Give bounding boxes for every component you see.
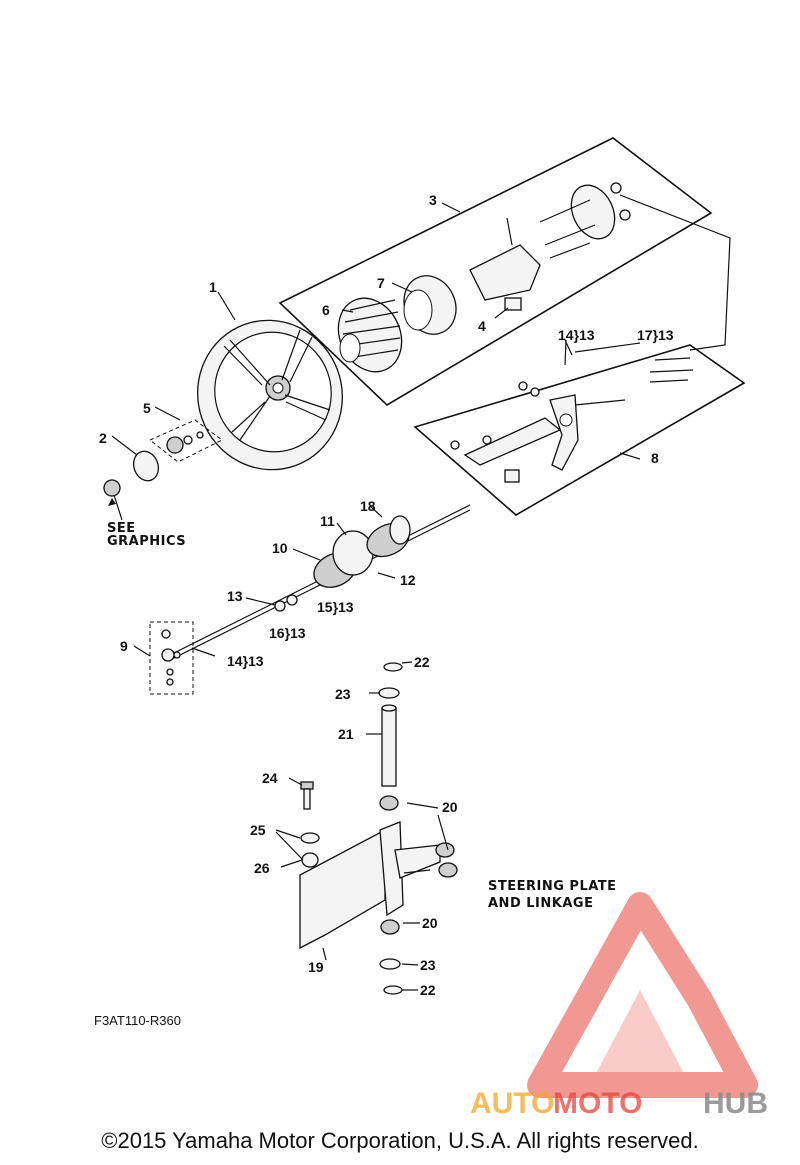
drawing-code: F3AT110-R360: [94, 1013, 181, 1028]
callout-1: 1: [209, 279, 217, 295]
callout-11: 11: [320, 513, 335, 529]
callout-14-13-upper: 14}13: [558, 327, 595, 343]
assembly-box-3: [278, 137, 713, 406]
clip-22-upper: [383, 662, 403, 672]
callout-18: 18: [360, 498, 376, 514]
leader-lines: [111, 202, 641, 991]
callout-5: 5: [143, 400, 151, 416]
clip-22-lower: [383, 985, 403, 995]
bushing-20-upper: [379, 795, 399, 811]
callout-16-13: 16}13: [269, 625, 306, 641]
steering-plate-19: [299, 821, 441, 950]
bolt-24: [300, 781, 314, 790]
joint-kit-9: [149, 621, 194, 695]
callout-23-lower: 23: [420, 957, 436, 973]
hub-6: [337, 297, 403, 373]
graphic-disc: [103, 479, 121, 497]
callout-20-lower: 20: [422, 915, 438, 931]
cap-2: [132, 450, 160, 482]
callout-3: 3: [429, 192, 437, 208]
tilt-mechanism-3: [469, 182, 631, 311]
watermark-text: AUTO MOTO HUB: [470, 1087, 768, 1120]
callout-21: 21: [338, 726, 354, 742]
callout-25: 25: [250, 822, 266, 838]
callout-22-lower: 22: [420, 982, 436, 998]
callout-8: 8: [651, 450, 659, 466]
callout-9: 9: [120, 638, 128, 654]
bushing-20-lower: [380, 919, 400, 935]
see-graphics-line2: GRAPHICS: [107, 534, 186, 549]
cover-7: [403, 275, 457, 335]
collar-26: [301, 852, 319, 868]
callout-2: 2: [99, 430, 107, 446]
callout-15-13: 15}13: [317, 599, 354, 615]
callout-4: 4: [478, 318, 486, 334]
assembly-box-8: [413, 344, 746, 516]
washer-23-upper: [378, 687, 400, 699]
callout-24: 24: [262, 770, 278, 786]
callout-10: 10: [272, 540, 288, 556]
see-graphics-line1: SEE: [107, 521, 136, 536]
callout-20-upper: 20: [442, 799, 458, 815]
clamp-11: [332, 530, 374, 576]
section-title-line2: AND LINKAGE: [488, 896, 593, 911]
washer-23-lower: [379, 958, 401, 970]
svg-text:HUB: HUB: [703, 1087, 768, 1120]
callout-26: 26: [254, 860, 270, 876]
callout-22-upper: 22: [414, 654, 430, 670]
bushing-20-mid-b: [438, 862, 458, 878]
section-title-line1: STEERING PLATE: [488, 879, 617, 894]
callout-23-upper: 23: [335, 686, 351, 702]
bushing-20-mid-a: [435, 842, 455, 858]
callout-19: 19: [308, 959, 324, 975]
tilt-bracket-8: [450, 357, 694, 483]
watermark-logo: [527, 892, 758, 1098]
nut-5: [166, 436, 184, 454]
washer-25: [300, 832, 320, 844]
callout-12: 12: [400, 572, 416, 588]
svg-text:MOTO: MOTO: [553, 1087, 642, 1120]
svg-text:AUTO: AUTO: [470, 1087, 554, 1120]
shaft-21: [381, 707, 397, 787]
copyright-notice: ©2015 Yamaha Motor Corporation, U.S.A. A…: [101, 1128, 699, 1153]
callout-13: 13: [227, 588, 243, 604]
callout-7: 7: [377, 275, 385, 291]
steering-wheel: [196, 319, 344, 471]
callout-6: 6: [322, 302, 330, 318]
callout-14-13-lower: 14}13: [227, 653, 264, 669]
callout-17-13: 17}13: [637, 327, 674, 343]
